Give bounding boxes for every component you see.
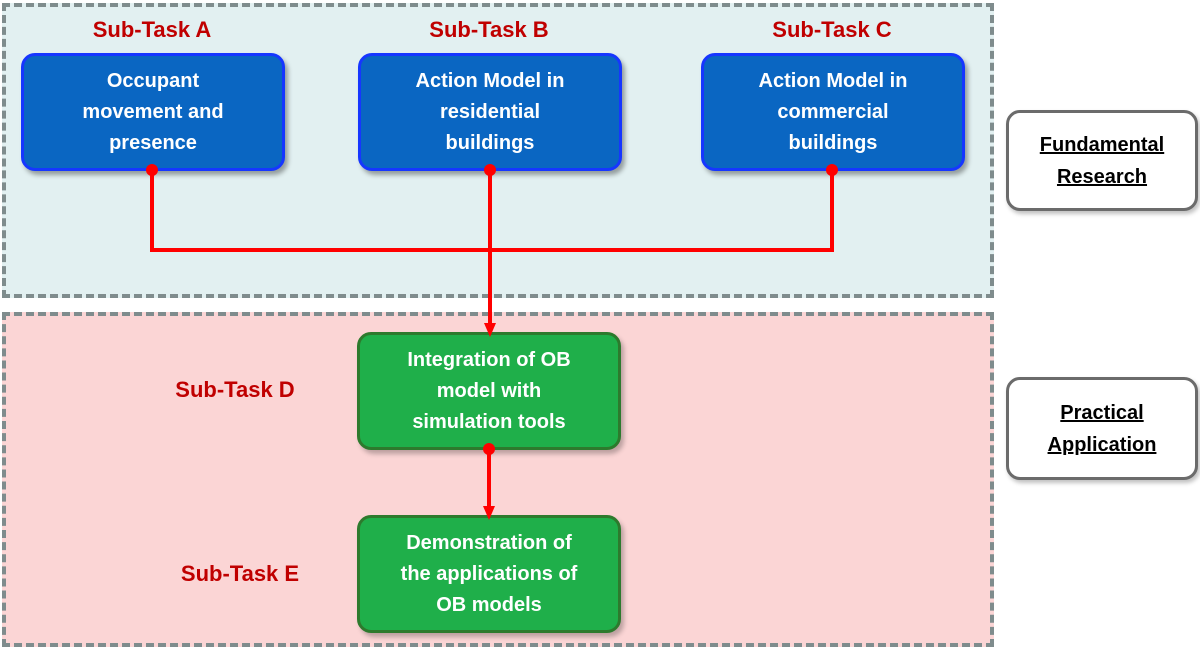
- subtask-b-box: Action Model in residential buildings: [358, 53, 622, 171]
- subtask-c-label: Sub-Task C: [772, 17, 892, 42]
- fundamental-label-line1: Fundamental: [1039, 133, 1165, 156]
- subtask-a-box: Occupant movement and presence: [21, 53, 285, 171]
- subtask-e-box: Demonstration of the applications of OB …: [357, 515, 621, 633]
- practical-application-label: Practical Application: [1006, 377, 1198, 480]
- practical-label-line1: Practical: [1060, 401, 1144, 424]
- subtask-a-label: Sub-Task A: [92, 17, 212, 42]
- fundamental-label-line2: Research: [1056, 165, 1148, 188]
- subtask-d-label: Sub-Task D: [175, 377, 295, 402]
- subtask-b-label: Sub-Task B: [429, 17, 549, 42]
- subtask-d-box: Integration of OB model with simulation …: [357, 332, 621, 450]
- subtask-c-box: Action Model in commercial buildings: [701, 53, 965, 171]
- subtask-e-label: Sub-Task E: [180, 561, 300, 586]
- fundamental-research-label: Fundamental Research: [1006, 110, 1198, 211]
- practical-label-line2: Application: [1047, 433, 1157, 456]
